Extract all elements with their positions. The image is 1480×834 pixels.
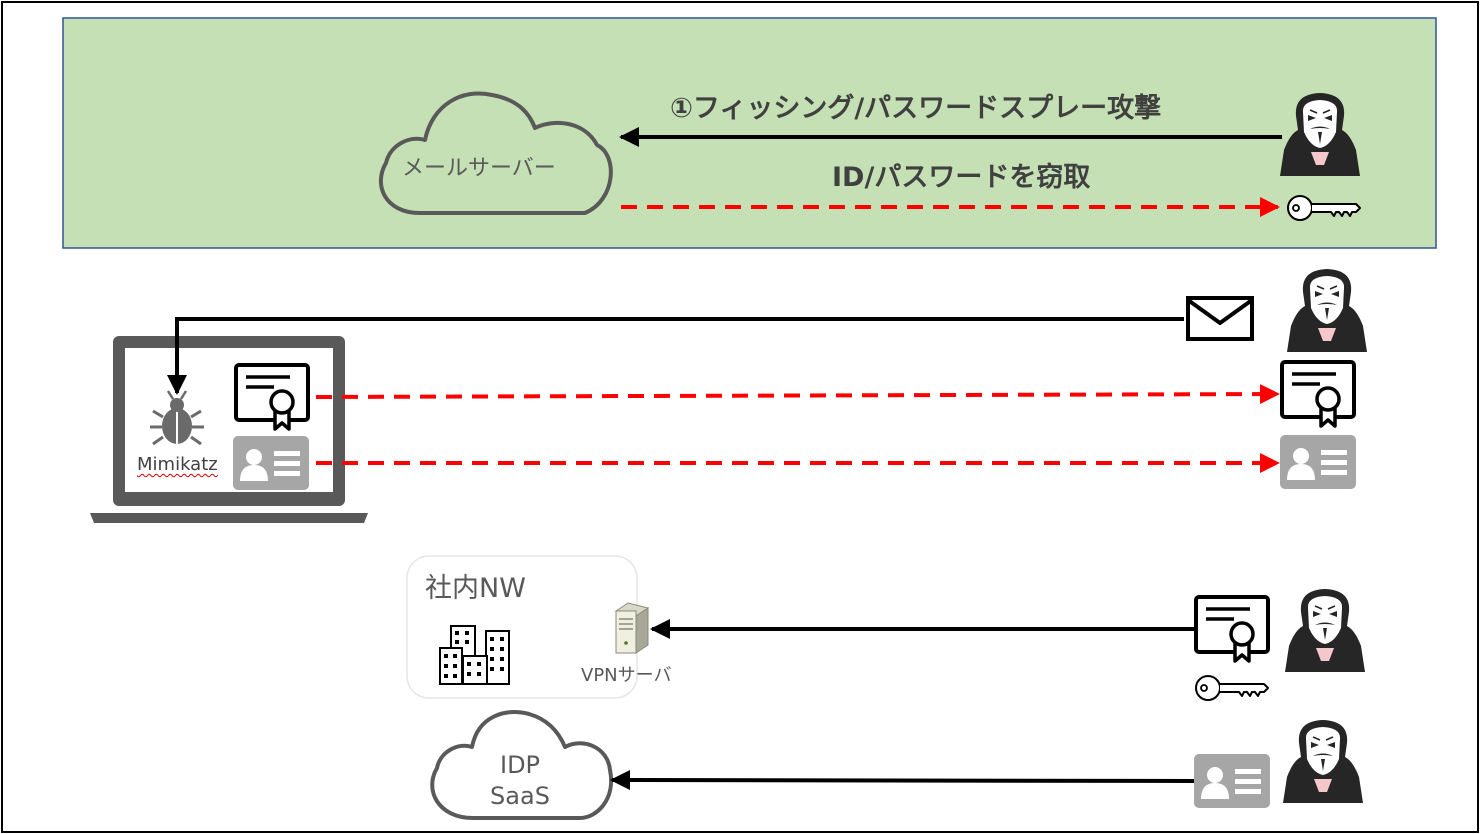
id-card-icon — [1194, 754, 1270, 808]
vpn-server-label: VPNサーバ — [581, 665, 672, 686]
credential-theft-label: ID/パスワードを窃取 — [832, 162, 1091, 193]
certificate-icon — [1194, 595, 1270, 663]
certificate-icon — [234, 363, 310, 431]
certificate-icon — [1280, 360, 1356, 428]
phishing-step-label: ①フィッシング/パスワードスプレー攻撃 — [670, 93, 1162, 124]
bug-icon — [150, 390, 204, 446]
idp-access-arrow — [610, 770, 1197, 791]
mail-server-label: メールサーバー — [402, 156, 556, 181]
idp-label: IDP — [499, 751, 541, 779]
id-card-icon — [233, 436, 309, 490]
envelope-icon — [1186, 296, 1254, 341]
office-buildings-icon — [439, 625, 510, 685]
laptop-icon — [90, 336, 368, 523]
certificate-exfiltration-arrow — [315, 384, 1280, 405]
server-tower-icon — [614, 602, 650, 654]
mail-delivery-arrow — [167, 317, 1184, 395]
saas-label: SaaS — [490, 782, 550, 810]
mimikatz-label: Mimikatz — [137, 454, 218, 475]
phishing-step-panel — [62, 17, 1437, 249]
internal-network-label: 社内NW — [425, 573, 526, 604]
mail-server-cloud-icon — [378, 91, 613, 215]
id-card-icon — [1280, 435, 1356, 489]
idp-saas-label: IDP SaaS — [460, 750, 580, 812]
